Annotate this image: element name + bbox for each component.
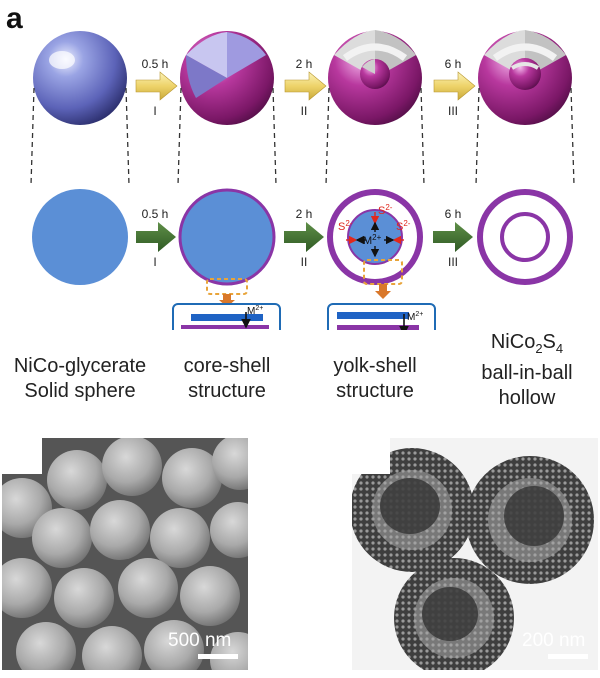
caption-ball-in-ball-line3: hollow — [498, 387, 556, 409]
yolk-s2-top: S2- — [378, 203, 393, 217]
core-shell-mechanism-inset: M2+ S2- — [172, 303, 281, 330]
yellow-arrow-1 — [135, 71, 178, 101]
yolk-s2-left: S2- — [338, 219, 353, 233]
projection-lines — [30, 87, 575, 186]
core-shell-callout-arrow — [219, 294, 235, 307]
caption-formula: NiCo2S4 — [490, 331, 564, 356]
tem-particle-2 — [466, 456, 594, 584]
yellow-arrow-2 — [284, 71, 327, 101]
step-2-roman-top: II — [301, 104, 308, 118]
step-1-roman-bottom: I — [153, 255, 156, 269]
step-1-time-top: 0.5 h — [142, 57, 169, 71]
tem-particle-3 — [394, 558, 514, 670]
synthesis-schematic: 0.5 h I 2 h II 6 h III 0.5 h I 2 h II 6 … — [30, 30, 575, 330]
yolk-shell-mechanism-inset: M2+ S2- — [327, 303, 436, 330]
core-shell-interface-highlight — [206, 278, 248, 295]
yolk-shell-2d — [327, 189, 423, 285]
yolk-m2-center: M2+ — [363, 233, 382, 247]
tem-micrograph: 200 nm — [352, 438, 598, 670]
yolk-shell-sphere-3d — [328, 30, 422, 125]
step-2-time-bottom: 2 h — [296, 207, 313, 221]
sem-label-box — [2, 438, 42, 474]
tem-scale-bar — [548, 654, 588, 659]
green-arrow-1 — [136, 222, 176, 252]
yolk-ion-arrows — [346, 212, 404, 258]
yolk-shell-interface-highlight — [363, 259, 403, 285]
caption-ball-in-ball: NiCo2S4 ball-in-ball hollow — [464, 330, 590, 411]
caption-ball-in-ball-line2: ball-in-ball — [481, 362, 573, 384]
step-2-roman-bottom: II — [301, 255, 308, 269]
step-3-roman-bottom: III — [448, 255, 458, 269]
tem-particles — [352, 438, 598, 670]
core-shell-sphere-3d — [180, 31, 274, 125]
solid-sphere-2d — [32, 189, 128, 285]
caption-core-shell-line1: core-shell — [183, 355, 271, 377]
caption-solid-sphere: NiCo-glycerate Solid sphere — [0, 354, 160, 404]
yolk-s2-right: S2- — [396, 219, 411, 233]
step-3-time-bottom: 6 h — [445, 207, 462, 221]
caption-yolk-shell: yolk-shell structure — [318, 354, 432, 404]
ball-in-ball-2d — [477, 189, 573, 285]
ball-in-ball-sphere-3d — [478, 30, 572, 125]
tem-label-box — [352, 438, 390, 474]
svg-text:M2+: M2+ — [247, 305, 263, 317]
green-arrow-2 — [284, 222, 324, 252]
yolk-shell-callout-arrow — [375, 284, 391, 299]
caption-solid-line1: NiCo-glycerate — [13, 355, 147, 377]
step-1-time-bottom: 0.5 h — [142, 207, 169, 221]
step-2-time-top: 2 h — [296, 57, 313, 71]
core-shell-2d — [178, 188, 276, 286]
step-3-roman-top: III — [448, 104, 458, 118]
caption-core-shell: core-shell structure — [170, 354, 284, 404]
panel-label-a: a — [6, 2, 23, 35]
svg-text:M2+: M2+ — [407, 311, 423, 323]
tem-scale-label: 200 nm — [522, 630, 586, 651]
yellow-arrow-3 — [433, 71, 476, 101]
step-3-time-top: 6 h — [445, 57, 462, 71]
caption-yolk-shell-line2: structure — [336, 380, 414, 402]
solid-sphere-3d — [33, 31, 127, 125]
sem-particles — [2, 438, 248, 670]
step-1-roman-top: I — [153, 104, 156, 118]
sem-micrograph: 500 nm — [2, 438, 248, 670]
tem-particle-1 — [352, 448, 474, 572]
caption-solid-line2: Solid sphere — [24, 380, 136, 402]
green-arrow-3 — [433, 222, 473, 252]
sem-scale-bar — [198, 654, 238, 659]
caption-yolk-shell-line1: yolk-shell — [333, 355, 417, 377]
sem-scale-label: 500 nm — [168, 630, 232, 651]
caption-core-shell-line2: structure — [188, 380, 266, 402]
